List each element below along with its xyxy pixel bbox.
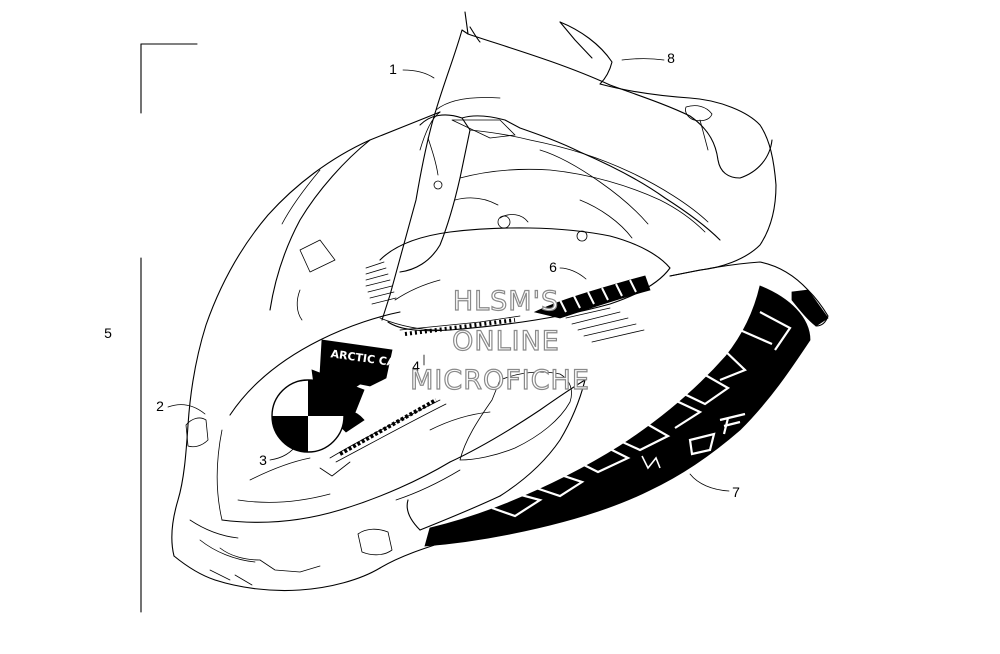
- callout-number-1: 1: [389, 61, 397, 77]
- watermark-line1: HLSM'S: [453, 286, 559, 317]
- callouts: 1 8 6 4 5 2 3 7: [104, 50, 740, 500]
- cockpit: [399, 114, 721, 273]
- callout-number-8: 8: [667, 50, 675, 66]
- callout-leader-1: [402, 69, 435, 79]
- windshield-trim: [559, 21, 777, 277]
- watermark: HLSM'S ONLINE MICROFICHE: [409, 285, 590, 396]
- callout-leader-3: [269, 443, 298, 461]
- decal-6: [533, 275, 651, 319]
- side-panel: [424, 261, 829, 547]
- callout-leader-2: [167, 404, 206, 415]
- callout-leader-7: [689, 473, 730, 492]
- callout-number-2: 2: [156, 398, 164, 414]
- callout-leader-8: [621, 58, 665, 61]
- watermark-line2: ONLINE: [452, 326, 560, 357]
- round-logo: [271, 379, 345, 453]
- callout-number-6: 6: [549, 259, 557, 275]
- callout-leader-6: [559, 267, 587, 280]
- callout-number-5: 5: [104, 325, 112, 341]
- callout-number-7: 7: [732, 484, 740, 500]
- callout-number-3: 3: [259, 452, 267, 468]
- bracket-group-5: [140, 43, 198, 613]
- windshield: [381, 11, 611, 321]
- callout-number-4: 4: [412, 358, 420, 374]
- watermark-line3: MICROFICHE: [410, 365, 590, 396]
